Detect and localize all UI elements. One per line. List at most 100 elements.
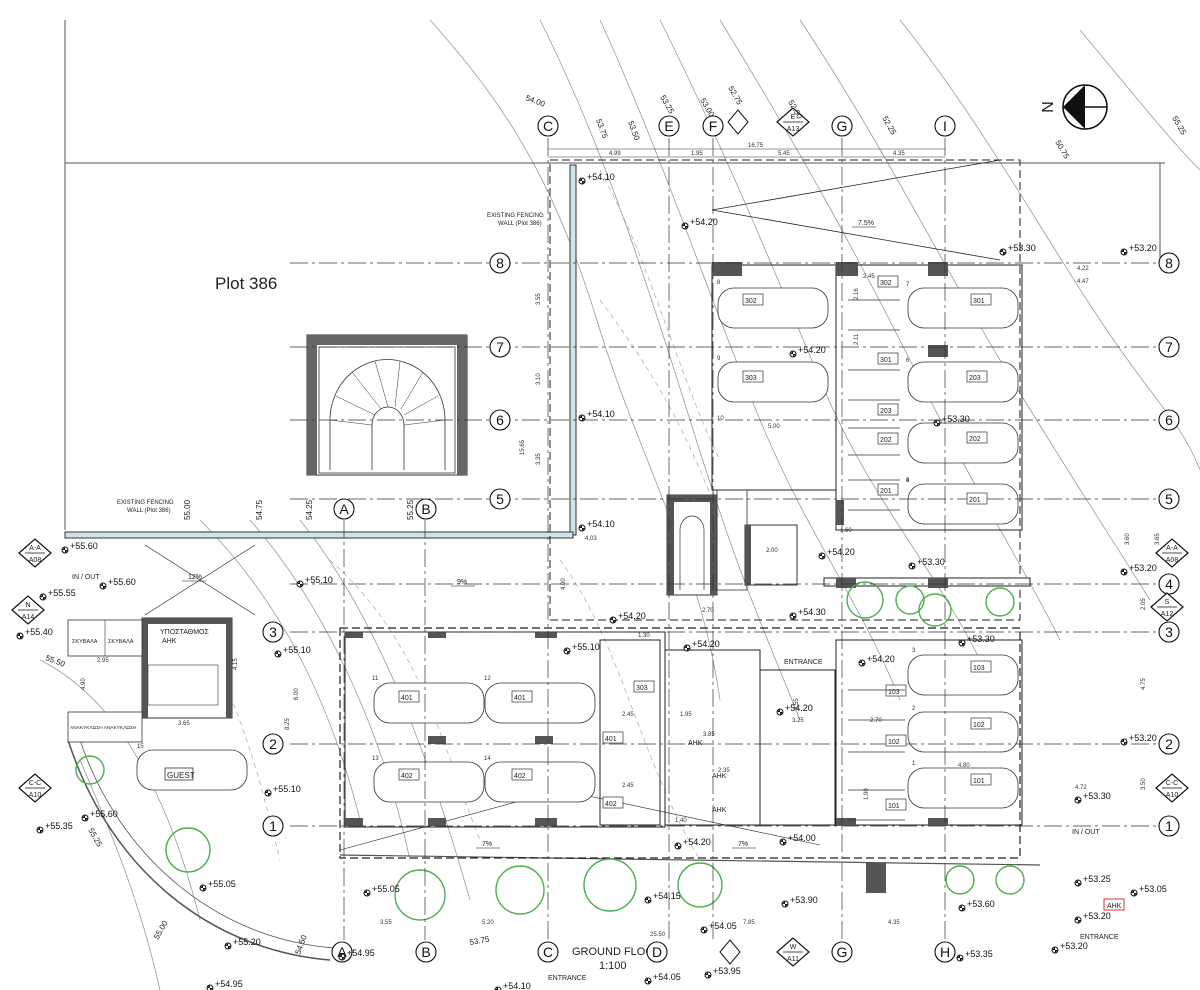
svg-text:C: C xyxy=(543,118,553,134)
contour-label: 53.25 xyxy=(658,94,676,116)
spot-level: +53.30 xyxy=(908,557,945,570)
svg-text:WALL (Plot 386): WALL (Plot 386) xyxy=(127,508,171,514)
top-dimension: 4.99 xyxy=(609,151,621,157)
car-tag: 401 xyxy=(511,690,533,703)
spot-level: +54.20 xyxy=(683,639,720,652)
grid-col-bottom-B: B xyxy=(415,941,437,963)
svg-text:E: E xyxy=(791,114,796,121)
grid-row-right-7: 7 xyxy=(1158,336,1180,358)
in-out-right: IN / OUT xyxy=(1072,829,1100,836)
dimension: 3.50 xyxy=(1141,778,1147,790)
svg-text:I: I xyxy=(943,118,947,134)
svg-text:201: 201 xyxy=(880,488,892,495)
dimension: 1.95 xyxy=(680,712,692,718)
svg-text:402: 402 xyxy=(605,801,617,808)
spot-level: +54.30 xyxy=(789,607,826,620)
contour-label: 53.00 xyxy=(698,97,716,119)
dimension: 4.75 xyxy=(1141,678,1147,690)
grid-col-mid-B: B xyxy=(415,498,437,520)
spot-level: +54.00 xyxy=(779,833,816,846)
storage-tag: 303 xyxy=(633,680,655,693)
spot-level: +53.30 xyxy=(999,243,1036,256)
parking-bay-number: 12 xyxy=(484,676,491,682)
svg-text:+54.20: +54.20 xyxy=(618,611,646,621)
grid-row-right-4: 4 xyxy=(1158,573,1180,595)
svg-text:12%: 12% xyxy=(188,574,202,581)
dimension: 4.80 xyxy=(958,763,970,769)
spot-level: +54.05 xyxy=(644,972,681,985)
dimension: 2.70 xyxy=(702,608,714,614)
slope-label: 12% xyxy=(182,574,206,582)
svg-text:+54.10: +54.10 xyxy=(587,409,615,419)
dimension: 1.40 xyxy=(675,818,687,824)
dimension: 1.30 xyxy=(638,633,650,639)
svg-text:+53.05: +53.05 xyxy=(1139,884,1167,894)
spot-level: +54.95 xyxy=(206,979,243,990)
spot-level: +55.10 xyxy=(264,784,301,797)
svg-text:+54.05: +54.05 xyxy=(709,921,737,931)
spot-level: +53.60 xyxy=(958,899,995,912)
grid-col-bottom-D: D xyxy=(646,941,668,963)
entrance-road-right: ENTRANCE xyxy=(1080,934,1119,941)
plot-label: Plot 386 xyxy=(215,274,277,293)
svg-text:G: G xyxy=(837,944,848,960)
grid-col-top-C: C xyxy=(537,115,559,137)
contour-label: 55.00 xyxy=(152,919,170,941)
svg-text:B: B xyxy=(421,944,430,960)
spot-level: +53.20 xyxy=(1074,911,1111,924)
spot-level: +54.20 xyxy=(858,654,895,667)
svg-text:+54.20: +54.20 xyxy=(692,639,720,649)
svg-text:A11: A11 xyxy=(787,956,799,963)
svg-text:302: 302 xyxy=(880,280,892,287)
spot-level: +53.20 xyxy=(1120,243,1157,256)
bins-area: ΣΚΥΒΑΛΑ ΣΚΥΒΑΛΑ ΑΝΑΚΥΚΛΩΣΗ ΑΝΑΚΥΚΛΩΣΗ xyxy=(67,619,143,743)
dimension: 3.10 xyxy=(536,373,542,385)
top-dimension: 1.95 xyxy=(691,151,703,157)
svg-text:+54.00: +54.00 xyxy=(788,833,816,843)
svg-text:W: W xyxy=(790,944,797,951)
spot-level: +54.10 xyxy=(578,172,615,185)
parking-bay-number: 6 xyxy=(906,358,910,364)
dimension: 1.60 xyxy=(840,528,852,534)
storage-tag: 102 xyxy=(885,734,907,747)
storage-tag: 402 xyxy=(602,796,624,809)
svg-text:ΥΠΟΣΤΑΘΜΟΣ: ΥΠΟΣΤΑΘΜΟΣ xyxy=(160,629,209,636)
svg-text:+55.05: +55.05 xyxy=(372,884,400,894)
svg-text:5: 5 xyxy=(496,491,504,507)
svg-text:GROUND FLOOR: GROUND FLOOR xyxy=(572,946,662,958)
svg-text:+55.20: +55.20 xyxy=(233,937,261,947)
svg-text:+54.10: +54.10 xyxy=(587,172,615,182)
svg-text:+54.20: +54.20 xyxy=(683,837,711,847)
dimension: 5.20 xyxy=(482,920,494,926)
grid-row-left-3: 3 xyxy=(262,621,284,643)
svg-text:+53.30: +53.30 xyxy=(1083,791,1111,801)
car-tag: 303 xyxy=(742,370,764,383)
parking-bay-number: 7 xyxy=(906,282,910,288)
grid-row-left-2: 2 xyxy=(262,733,284,755)
spot-levels: +54.10 +54.20 +53.30 +53.20 +54.20 +54.10 +53.… xyxy=(16,172,1167,990)
svg-text:A-A: A-A xyxy=(1166,545,1178,552)
svg-text:401: 401 xyxy=(514,695,526,702)
svg-text:2: 2 xyxy=(1165,736,1173,752)
ahk-label-1: AHK xyxy=(688,740,703,747)
svg-text:3: 3 xyxy=(1165,624,1173,640)
dimension: 2.55 xyxy=(794,698,800,710)
drawing-title: GROUND FLOOR 1:100 xyxy=(572,946,662,972)
svg-text:+54.10: +54.10 xyxy=(587,519,615,529)
parking-bay-number: 5 xyxy=(906,478,910,484)
svg-text:103: 103 xyxy=(888,689,900,696)
svg-text:D: D xyxy=(652,944,662,960)
svg-text:203: 203 xyxy=(880,408,892,415)
car-tag: 402 xyxy=(398,768,420,781)
dimension: 3.35 xyxy=(536,453,542,465)
parking-bay-number: 3 xyxy=(912,648,916,654)
ahk-label-2: AHK xyxy=(712,773,727,780)
contour-label: 55.25 xyxy=(406,499,415,520)
fence-note-top: EXISTING FENCING WALL (Plot 386) xyxy=(487,213,544,227)
storage-tag: 103 xyxy=(885,684,907,697)
contour-label: 54.75 xyxy=(255,499,264,520)
core-stair xyxy=(666,489,798,596)
spot-level: +54.20 xyxy=(609,611,646,624)
